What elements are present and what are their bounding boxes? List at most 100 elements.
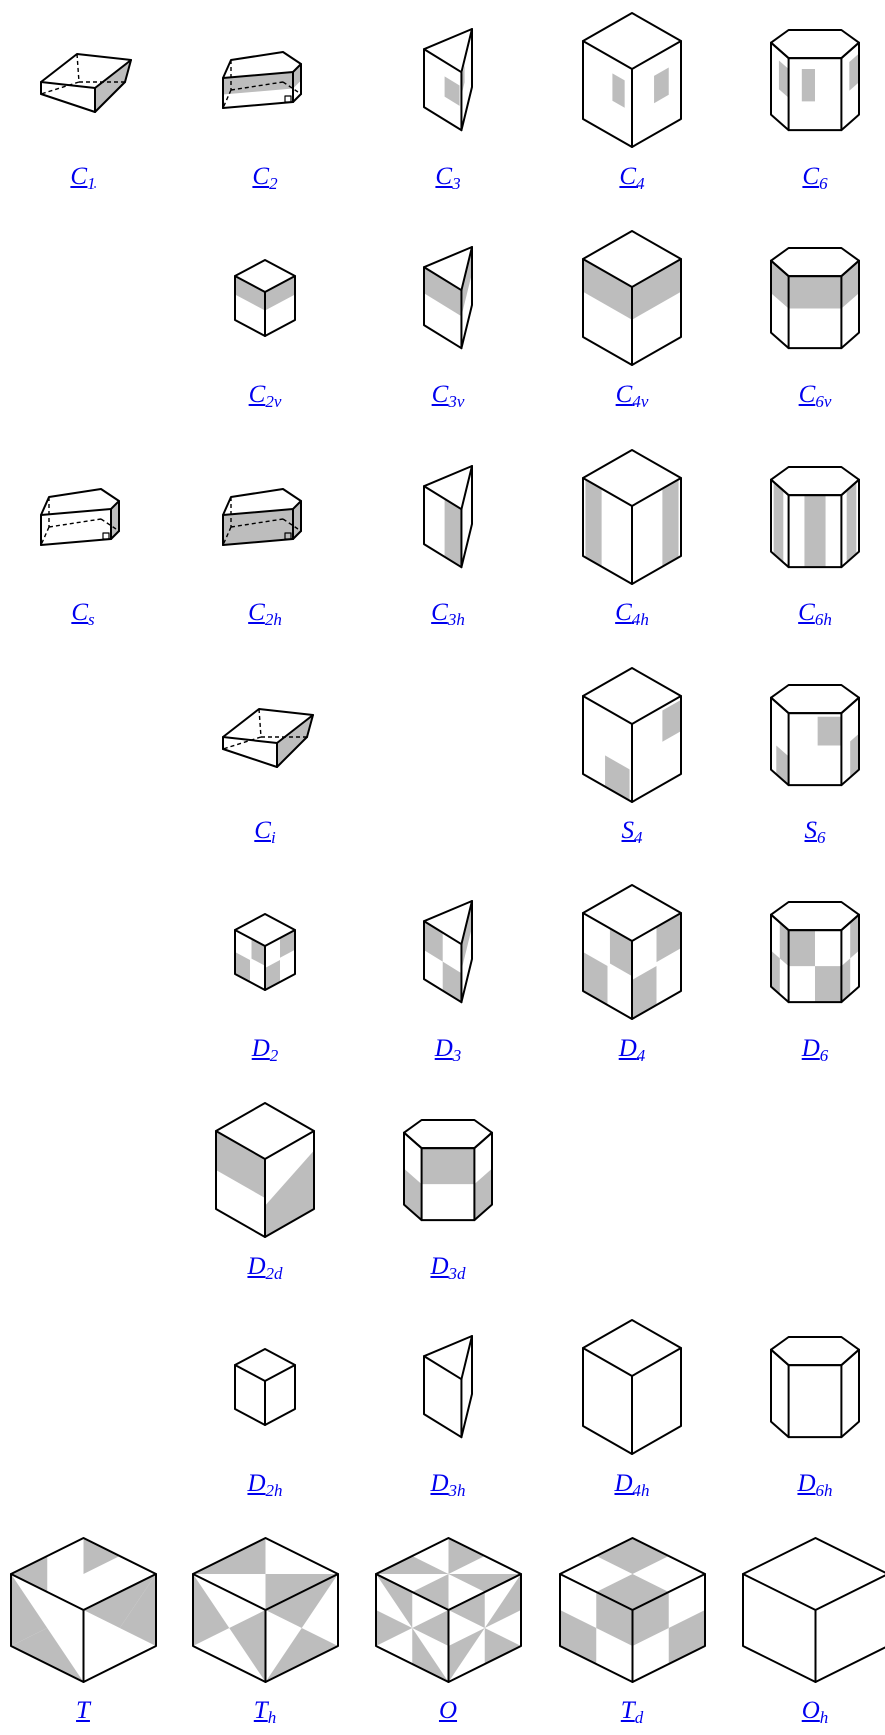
point-group-subscript: 3h	[449, 1481, 466, 1500]
point-group-subscript: 2h	[265, 610, 282, 629]
symmetry-figure-c3	[421, 26, 475, 133]
point-group-link-o[interactable]: O	[439, 1698, 457, 1723]
point-group-symbol: C	[802, 163, 819, 190]
symmetry-figure-c2v	[232, 257, 298, 339]
point-group-link-ci[interactable]: Ci	[254, 818, 275, 846]
point-group-symbol: D	[252, 1035, 270, 1062]
point-group-subscript: 6v	[815, 392, 831, 411]
point-group-link-c2[interactable]: C2	[252, 164, 277, 192]
point-group-link-d6h[interactable]: D6h	[797, 1471, 832, 1499]
symmetry-figure-d2h	[232, 1346, 298, 1428]
point-group-link-d3[interactable]: D3	[435, 1036, 462, 1064]
point-group-symbol: O	[802, 1697, 820, 1724]
symmetry-figure-c6h	[768, 464, 862, 570]
point-group-link-c3[interactable]: C3	[435, 164, 460, 192]
point-group-link-c4h[interactable]: C4h	[615, 600, 649, 628]
point-group-symbol: C	[70, 163, 87, 190]
point-group-symbol: C	[616, 381, 633, 408]
point-group-subscript: 3	[453, 1046, 462, 1065]
symmetry-figure-c1	[28, 45, 138, 115]
point-group-symbol: S	[622, 817, 635, 844]
point-group-link-c6h[interactable]: C6h	[798, 600, 832, 628]
symmetry-figure-c6	[768, 27, 862, 133]
symmetry-figure-ci	[210, 700, 320, 770]
symmetry-figure-d2	[232, 911, 298, 993]
point-group-subscript: 2	[270, 1046, 279, 1065]
point-group-link-th[interactable]: Th	[254, 1698, 276, 1726]
point-group-subscript: 6	[817, 828, 826, 847]
symmetry-figure-d4	[580, 882, 684, 1022]
point-group-link-oh[interactable]: Oh	[802, 1698, 829, 1726]
symmetry-figure-td	[557, 1535, 708, 1685]
point-group-symbol: C	[615, 599, 632, 626]
symmetry-figure-d2d	[213, 1100, 317, 1240]
point-group-link-td[interactable]: Td	[621, 1698, 643, 1726]
point-group-symbol: C	[435, 163, 452, 190]
point-group-link-s4[interactable]: S4	[622, 818, 643, 846]
point-group-subscript: 2d	[266, 1264, 283, 1283]
point-group-symbol: O	[439, 1697, 457, 1724]
point-group-link-c4[interactable]: C4	[619, 164, 644, 192]
point-group-symbol: D	[430, 1253, 448, 1280]
symmetry-figure-s6	[768, 682, 862, 788]
point-group-link-d2d[interactable]: D2d	[247, 1254, 282, 1282]
symmetry-figure-c3h	[421, 463, 475, 570]
point-group-subscript: 3d	[449, 1264, 466, 1283]
point-group-subscript: 2	[269, 174, 278, 193]
symmetry-figure-d6	[768, 899, 862, 1005]
point-group-link-c6[interactable]: C6	[802, 164, 827, 192]
point-group-symbol: D	[614, 1470, 632, 1497]
symmetry-figure-th	[190, 1535, 341, 1685]
point-group-symbol: T	[621, 1697, 635, 1724]
point-group-symbol: C	[619, 163, 636, 190]
point-group-symbol: C	[254, 817, 271, 844]
point-group-symbol: D	[619, 1035, 637, 1062]
point-group-link-c3h[interactable]: C3h	[431, 600, 465, 628]
point-group-symbol: C	[799, 381, 816, 408]
point-group-link-d4[interactable]: D4	[619, 1036, 646, 1064]
point-group-link-c3v[interactable]: C3v	[432, 382, 465, 410]
point-group-symbol: D	[247, 1253, 265, 1280]
point-group-subscript: 4	[634, 828, 643, 847]
symmetry-figure-cs	[38, 486, 128, 548]
point-group-subscript: 4v	[632, 392, 648, 411]
point-group-symbol: C	[432, 381, 449, 408]
point-group-subscript: 6	[819, 174, 828, 193]
point-group-subscript: d	[635, 1708, 644, 1727]
point-group-link-d6[interactable]: D6	[802, 1036, 829, 1064]
point-group-symbol: D	[797, 1470, 815, 1497]
point-group-subscript: h	[820, 1708, 829, 1727]
point-group-link-d3h[interactable]: D3h	[430, 1471, 465, 1499]
point-group-subscript: 3h	[448, 610, 465, 629]
symmetry-figure-d4h	[580, 1317, 684, 1457]
point-group-link-c2h[interactable]: C2h	[248, 600, 282, 628]
point-group-symbol: C	[431, 599, 448, 626]
point-group-subscript: 3v	[448, 392, 464, 411]
point-group-symbol: D	[430, 1470, 448, 1497]
point-group-link-d4h[interactable]: D4h	[614, 1471, 649, 1499]
point-group-link-t[interactable]: T	[76, 1698, 90, 1723]
point-group-symbol: D	[247, 1470, 265, 1497]
point-group-subscript: 4h	[633, 1481, 650, 1500]
point-group-link-c6v[interactable]: C6v	[799, 382, 832, 410]
point-group-subscript: 1	[87, 174, 96, 193]
point-group-subscript: h	[268, 1708, 277, 1727]
symmetry-figure-c4	[580, 10, 684, 150]
point-group-link-cs[interactable]: Cs	[71, 600, 94, 628]
point-group-link-c4v[interactable]: C4v	[616, 382, 649, 410]
point-group-link-d3d[interactable]: D3d	[430, 1254, 465, 1282]
point-group-link-d2h[interactable]: D2h	[247, 1471, 282, 1499]
symmetry-figure-c3v	[421, 244, 475, 351]
point-group-subscript: 6	[820, 1046, 829, 1065]
point-group-symbol: D	[435, 1035, 453, 1062]
symmetry-figure-c2h	[220, 486, 310, 548]
point-group-link-d2[interactable]: D2	[252, 1036, 279, 1064]
point-group-link-s6[interactable]: S6	[805, 818, 826, 846]
point-group-subscript: 4h	[632, 610, 649, 629]
point-group-subscript: i	[271, 828, 276, 847]
point-group-link-c1[interactable]: C1	[70, 164, 95, 192]
point-group-symbol: D	[802, 1035, 820, 1062]
symmetry-figure-d3h	[421, 1333, 475, 1440]
symmetry-figure-t	[8, 1535, 159, 1685]
point-group-link-c2v[interactable]: C2v	[249, 382, 282, 410]
